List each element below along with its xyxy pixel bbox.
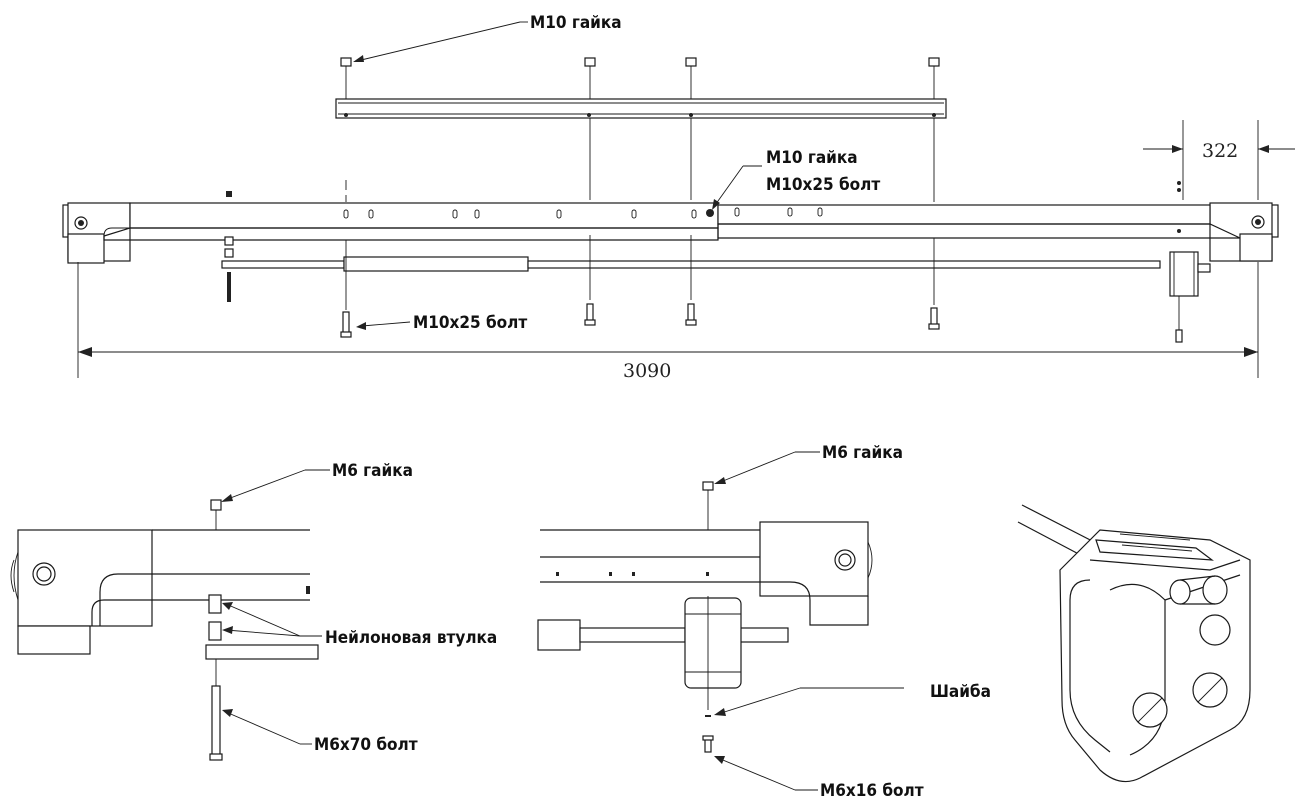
dimension-322: 322: [1143, 120, 1295, 200]
m6-nut-label-right: M6 гайка: [822, 443, 903, 463]
callout-m10-joint: M10 гайка M10x25 болт: [712, 148, 880, 210]
washer-label: Шайба: [930, 682, 991, 702]
m10-nut-label-joint: M10 гайка: [766, 148, 858, 168]
main-rails: [103, 202, 1241, 241]
right-hardware-stack: [1175, 181, 1183, 343]
upper-crossbar: [335, 98, 947, 119]
m10x25-bolt-label-bottom: M10x25 болт: [413, 313, 527, 333]
iso-bracket-view: [1017, 504, 1251, 783]
callout-m10x25-bolt-bottom: M10x25 болт: [356, 313, 527, 333]
callout-m10-nut-top: M10 гайка: [353, 13, 622, 62]
callout-m6x16-bolt: M6x16 болт: [714, 756, 924, 798]
lower-rod-assembly: [221, 251, 1211, 297]
left-hardware-stack: [224, 191, 234, 302]
dimension-3090: 3090: [77, 262, 1259, 382]
nylon-bushing-label: Нейлоновая втулка: [325, 628, 497, 648]
m10x25-bolt-label-joint: M10x25 болт: [766, 175, 880, 195]
m6x70-bolt-label: M6x70 болт: [314, 735, 418, 755]
rail-slots: [343, 207, 823, 219]
m6x16-bolt-label: M6x16 болт: [820, 781, 924, 798]
m10x25-bolts-bottom: [340, 235, 940, 338]
detail-middle: [537, 481, 873, 753]
m6-nut-label-left: M6 гайка: [332, 461, 413, 481]
detail-left: [10, 499, 319, 761]
dimension-322-text: 322: [1202, 140, 1238, 162]
callout-m6-nut-right: M6 гайка: [714, 443, 903, 484]
m10-nut-label-top: M10 гайка: [530, 13, 622, 33]
m10-nuts-top: [340, 57, 940, 202]
callout-nylon-bushing: Нейлоновая втулка: [222, 602, 497, 648]
callout-washer: Шайба: [714, 682, 991, 716]
callout-m6-nut-left: M6 гайка: [221, 461, 413, 502]
callout-m6x70-bolt: M6x70 болт: [222, 709, 418, 755]
left-end-bracket: [62, 202, 131, 264]
right-end-bracket: [1209, 202, 1279, 262]
dimension-3090-text: 3090: [623, 360, 671, 382]
